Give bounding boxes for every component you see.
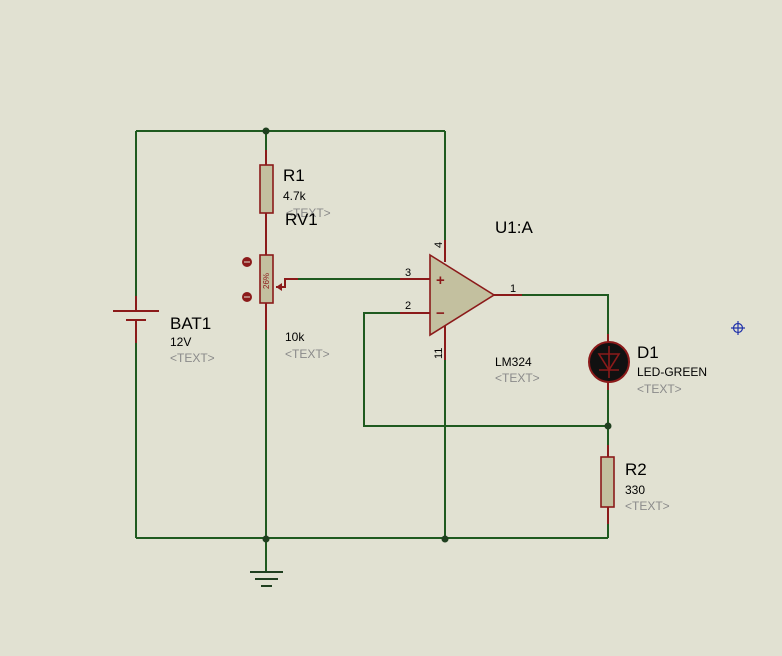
- u1-value: LM324: [495, 355, 532, 369]
- opamp-minus-sign: −: [436, 305, 445, 322]
- resistor-r2[interactable]: [600, 445, 615, 524]
- rv1-ref: RV1: [285, 210, 318, 229]
- rv1-decrement-button[interactable]: [242, 257, 252, 267]
- bat1-text: <TEXT>: [170, 351, 215, 365]
- pin-1-label: 1: [510, 283, 516, 295]
- rv1-increment-button[interactable]: [242, 292, 252, 302]
- led-d1[interactable]: [588, 334, 630, 390]
- rv1-text: <TEXT>: [285, 347, 330, 361]
- rv1-value: 10k: [285, 330, 305, 344]
- junctions: [262, 127, 612, 543]
- junction-dot: [604, 422, 612, 430]
- bat1-value: 12V: [170, 335, 191, 349]
- d1-ref: D1: [637, 343, 659, 362]
- u1-ref: U1:A: [495, 218, 533, 237]
- ground-symbol[interactable]: [250, 571, 283, 587]
- pin-3-label: 3: [405, 267, 411, 279]
- junction-dot: [441, 535, 449, 543]
- r2-ref: R2: [625, 460, 647, 479]
- pin-11-label: 11: [433, 348, 445, 359]
- wire-feedback[interactable]: [363, 312, 608, 427]
- wires: [135, 130, 609, 572]
- u1-text: <TEXT>: [495, 371, 540, 385]
- crosshair-cursor-icon: [731, 321, 745, 335]
- junction-dot: [262, 535, 270, 543]
- pin-2-label: 2: [405, 300, 411, 312]
- d1-value: LED-GREEN: [637, 365, 707, 379]
- junction-dot: [262, 127, 270, 135]
- r1-text: <TEXT>: [286, 206, 331, 220]
- potentiometer-rv1[interactable]: 26%: [259, 235, 298, 330]
- r1-value: 4.7k: [283, 189, 307, 203]
- opamp-plus-sign: +: [436, 272, 445, 289]
- opamp-u1a[interactable]: + −: [400, 240, 522, 360]
- r2-text: <TEXT>: [625, 499, 670, 513]
- rv1-wiper-percent: 26%: [262, 273, 271, 289]
- pin-4-label: 4: [433, 242, 445, 248]
- bat1-ref: BAT1: [170, 314, 211, 333]
- d1-text: <TEXT>: [637, 382, 682, 396]
- r1-ref: R1: [283, 166, 305, 185]
- resistor-r1[interactable]: [259, 150, 274, 235]
- r2-value: 330: [625, 483, 645, 497]
- wire-output[interactable]: [522, 294, 609, 334]
- battery-bat1[interactable]: [113, 296, 159, 343]
